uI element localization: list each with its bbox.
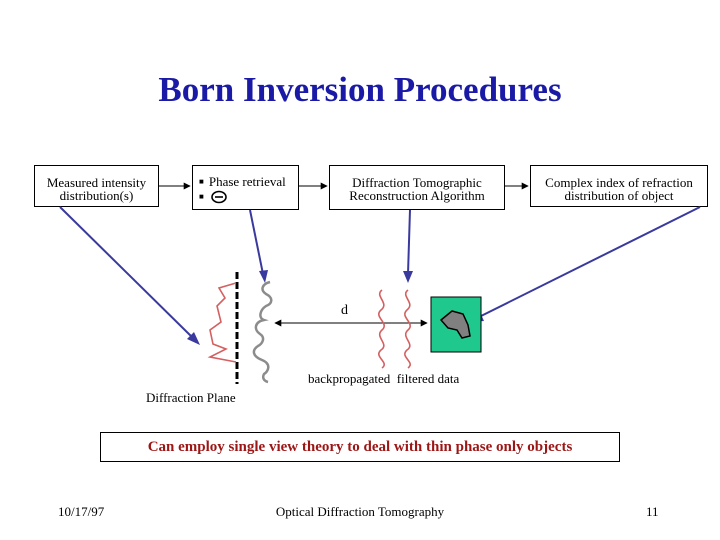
distance-label: d — [341, 303, 348, 319]
page-number: 11 — [646, 504, 659, 520]
intensity-profile-red — [210, 283, 236, 362]
link-arrow — [477, 207, 700, 318]
backpropagated-data-label: backpropagated filtered data — [308, 371, 459, 387]
arrowhead — [259, 270, 268, 283]
arrowhead — [403, 271, 413, 283]
backpropagated-wave-2 — [405, 290, 410, 368]
conclusion-banner: Can employ single view theory to deal wi… — [100, 432, 620, 462]
link-arrow — [60, 207, 194, 339]
link-arrow — [408, 210, 410, 274]
link-arrow — [250, 210, 263, 274]
diffraction-plane-label: Diffraction Plane — [146, 390, 236, 406]
backpropagated-wave-1 — [379, 290, 384, 368]
footer-course-title: Optical Diffraction Tomography — [0, 504, 720, 520]
intensity-profile-gray — [254, 282, 271, 382]
